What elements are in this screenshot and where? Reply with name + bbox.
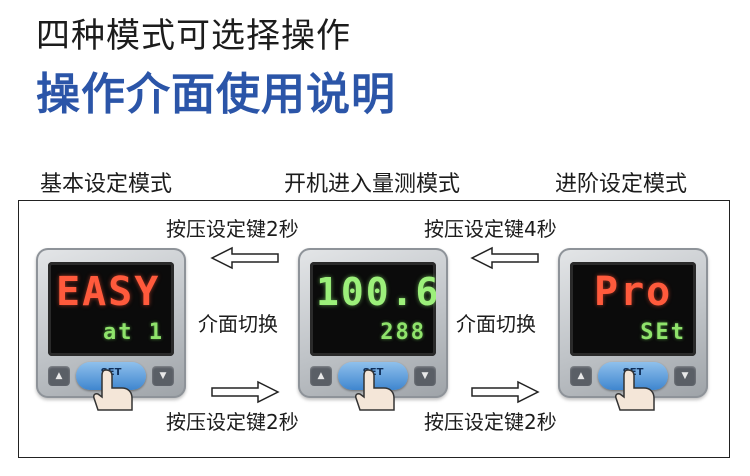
down-triangle-icon[interactable]: ▼ [414,366,436,386]
caption-press-4s-top: 按压设定键4秒 [424,217,557,241]
mode-label-advanced: 进阶设定模式 [555,172,688,197]
down-triangle-icon[interactable]: ▼ [674,366,696,386]
subtitle-heading: 四种模式可选择操作 [36,16,351,56]
caption-press-2s-bottom-left: 按压设定键2秒 [166,410,299,434]
down-triangle-icon[interactable]: ▼ [152,366,174,386]
caption-press-2s-top: 按压设定键2秒 [166,217,299,241]
display-sub-readout: 288 [380,320,426,345]
arrow-right-icon [211,380,280,404]
device-measure-mode: 100.6 288 ▲ SET ▼ [298,248,448,411]
device-advanced-mode: Pro SEt ▲ SET ▼ [558,248,708,411]
arrow-left-icon [210,246,279,270]
pointing-hand-icon [615,369,655,411]
arrow-left-icon [470,246,539,270]
device-display: EASY at 1 [48,262,174,356]
device-display: Pro SEt [570,262,696,356]
mode-label-basic: 基本设定模式 [40,172,173,197]
caption-switch-right: 介面切换 [456,312,536,336]
page-title: 操作介面使用说明 [36,69,396,120]
up-triangle-icon[interactable]: ▲ [570,366,592,386]
pointing-hand-icon [355,369,395,411]
display-main-readout: EASY [56,269,161,315]
arrow-right-icon [471,380,540,404]
pointing-hand-icon [93,369,133,411]
display-main-readout: Pro [594,269,673,315]
mode-label-measure: 开机进入量测模式 [284,172,461,197]
caption-press-2s-bottom-right: 按压设定键2秒 [424,410,557,434]
up-triangle-icon[interactable]: ▲ [310,366,332,386]
display-sub-readout: SEt [640,320,686,345]
display-sub-readout: at 1 [103,320,164,345]
device-display: 100.6 288 [310,262,436,356]
caption-switch-left: 介面切换 [198,312,278,336]
display-main-readout: 100.6 [316,270,436,314]
up-triangle-icon[interactable]: ▲ [48,366,70,386]
device-basic-mode: EASY at 1 ▲ SET ▼ [36,248,186,411]
